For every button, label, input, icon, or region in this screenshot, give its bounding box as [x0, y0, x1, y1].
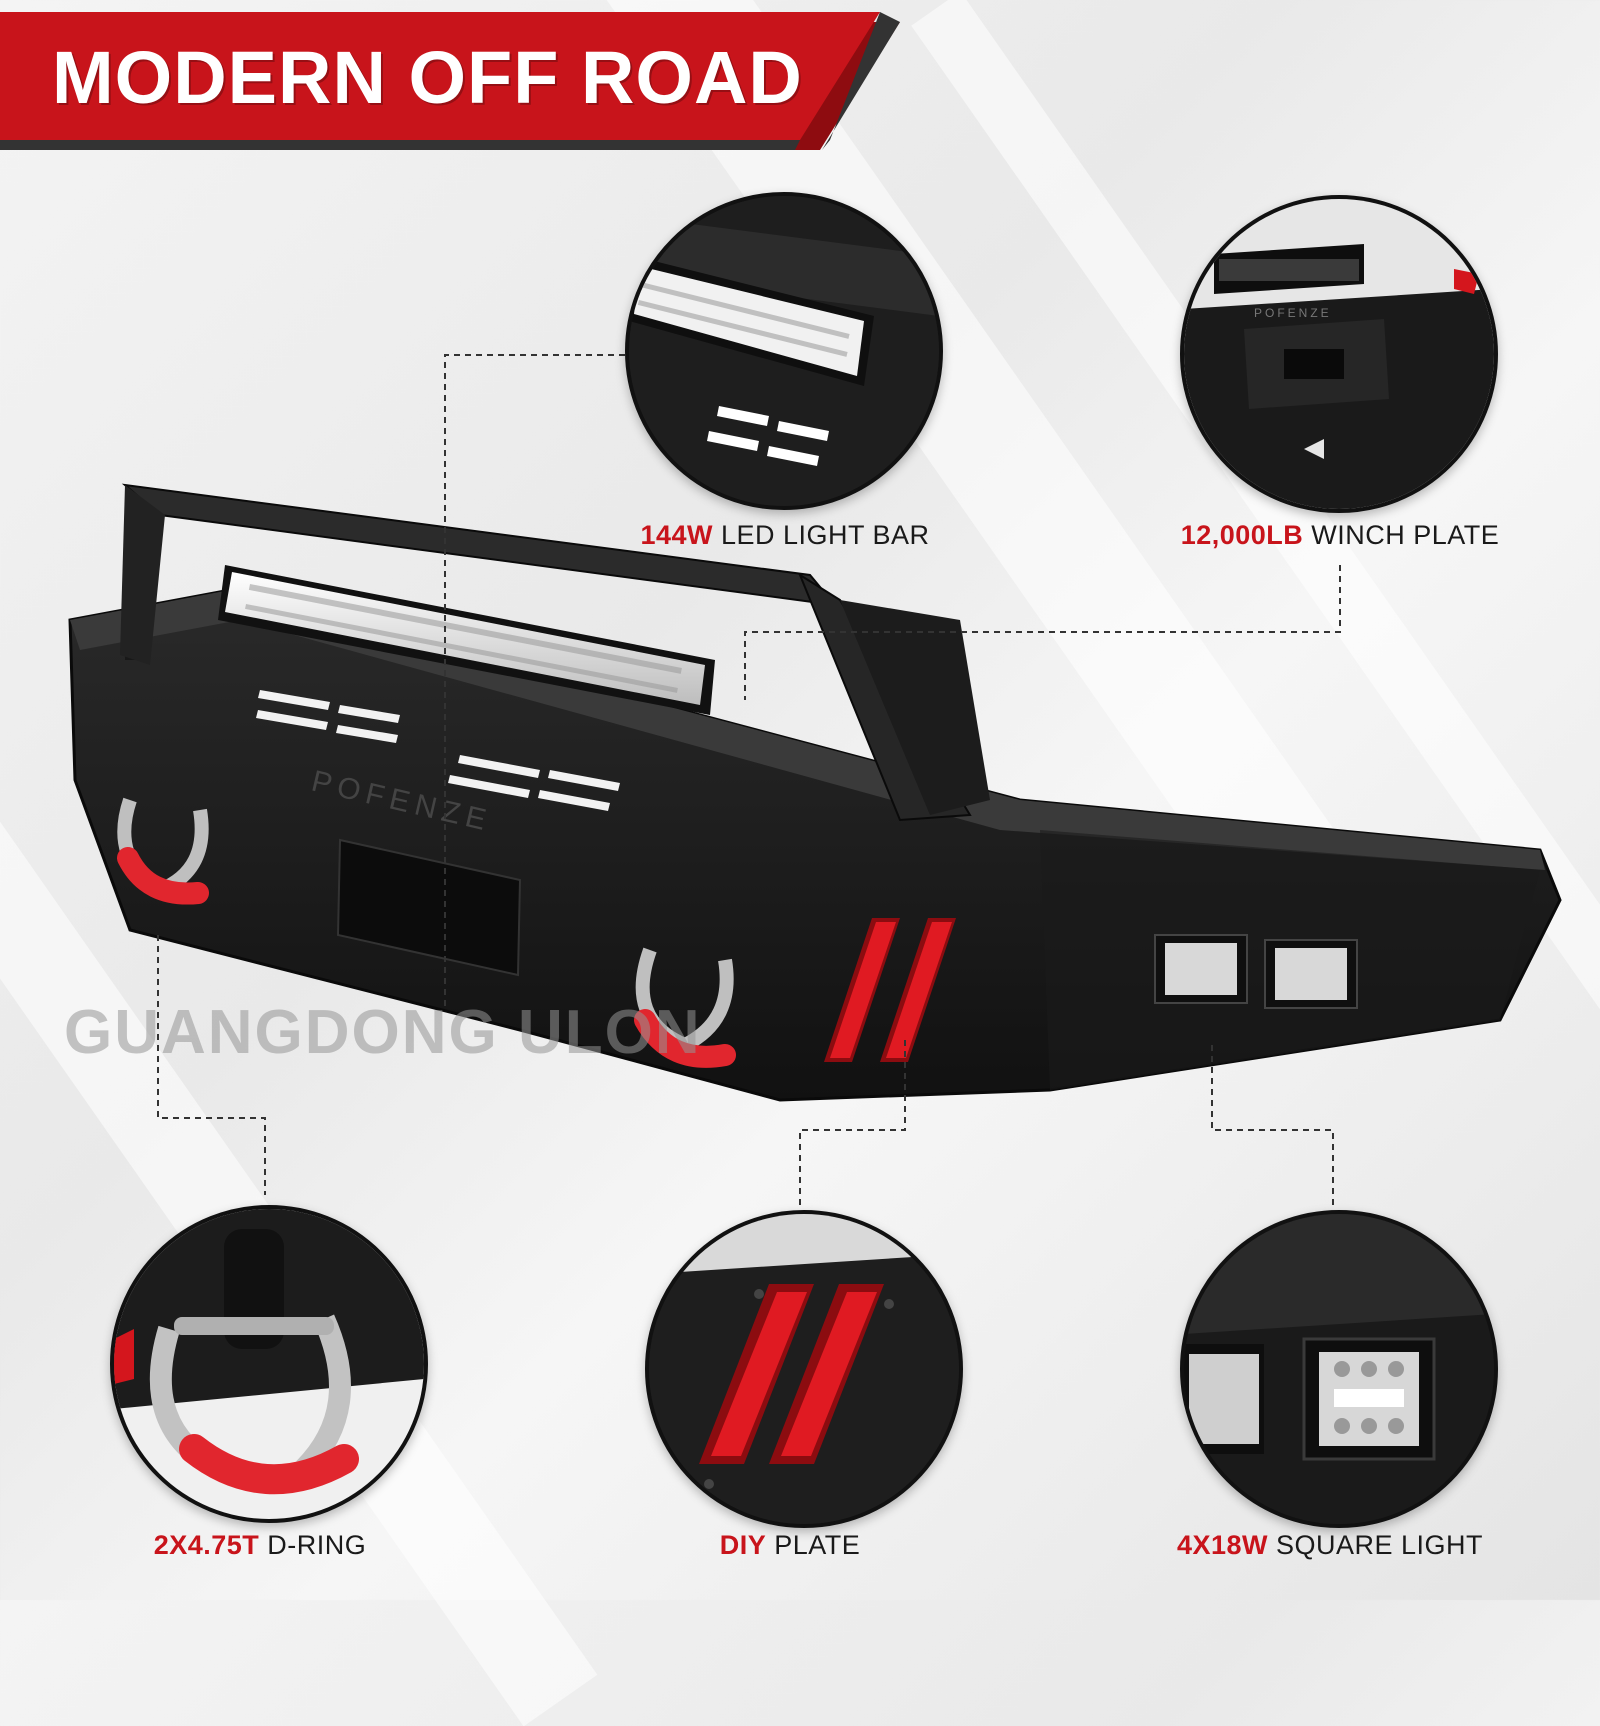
feature-highlight: 2X4.75T — [153, 1530, 260, 1560]
feature-highlight: DIY — [719, 1530, 767, 1560]
diy-plate-stripes — [824, 918, 956, 1062]
feature-highlight: 4X18W — [1176, 1530, 1268, 1560]
feature-label-diy-plate: DIY PLATE — [600, 1530, 980, 1561]
feature-text: SQUARE LIGHT — [1268, 1530, 1484, 1560]
bumper-product-image: POFENZE — [68, 354, 1562, 1205]
watermark-text: GUANGDONG ULON — [64, 998, 702, 1067]
diy-plate-icon — [649, 1214, 959, 1524]
feature-label-square-light: 4X18W SQUARE LIGHT — [1140, 1530, 1520, 1561]
feature-highlight: 144W — [640, 520, 713, 550]
winch-plate-icon: POFENZE — [1184, 199, 1494, 509]
feature-label-winch-plate: 12,000LB WINCH PLATE — [1150, 520, 1530, 551]
led-light-bar — [218, 565, 715, 715]
banner-title: MODERN OFF ROAD — [52, 36, 803, 119]
feature-text: PLATE — [766, 1530, 861, 1560]
square-lights — [1154, 934, 1358, 1009]
banner-shape — [0, 12, 900, 150]
brand-mark: POFENZE — [1254, 306, 1332, 320]
callout-d-ring — [110, 1205, 428, 1523]
feature-highlight: 12,000LB — [1180, 520, 1304, 550]
d-ring-shackle-icon — [114, 1209, 424, 1519]
square-light-icon — [1184, 1214, 1494, 1524]
feature-label-d-ring: 2X4.75T D-RING — [70, 1530, 450, 1561]
led-light-bar-icon — [629, 196, 939, 506]
winch-opening — [336, 838, 522, 977]
feature-text: D-RING — [259, 1530, 367, 1560]
callout-square-light — [1180, 1210, 1498, 1528]
callout-winch-plate: POFENZE — [1180, 195, 1498, 513]
callout-diy-plate — [645, 1210, 963, 1528]
callout-led-light-bar — [625, 192, 943, 510]
d-ring-left — [117, 797, 209, 905]
header-banner: MODERN OFF ROAD — [0, 0, 920, 170]
callout-leader-lines — [157, 354, 1341, 1205]
feature-text: LED LIGHT BAR — [712, 520, 930, 550]
feature-text: WINCH PLATE — [1303, 520, 1500, 550]
vent-slots — [256, 690, 620, 811]
d-ring-right — [634, 947, 736, 1068]
feature-label-led-light-bar: 144W LED LIGHT BAR — [595, 520, 975, 551]
